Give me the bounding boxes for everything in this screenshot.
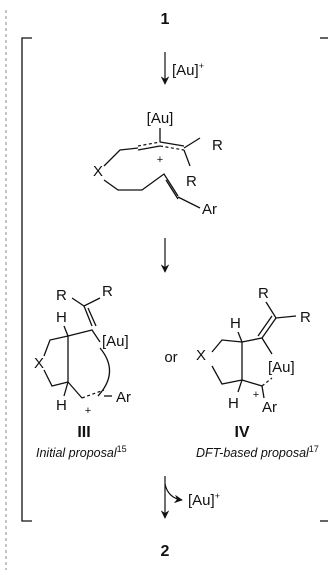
r-substituent-bottom: R (186, 173, 197, 190)
iv-r-top: R (258, 285, 269, 302)
iv-h-bottom: H (228, 395, 239, 412)
iv-r-right: R (300, 309, 311, 326)
caption-initial-proposal: Initial proposal15 (36, 444, 127, 460)
gold-intermediate-structure: [Au] X + R R Ar (93, 110, 223, 218)
iii-au-label: [Au] (102, 333, 129, 350)
iii-r-right: R (102, 283, 113, 300)
iv-cation-charge: + (253, 389, 259, 401)
or-connector: or (164, 349, 177, 366)
catalyst-addition-label: [Au]+ (172, 61, 204, 79)
iv-au-label: [Au] (268, 359, 295, 376)
x-atom-label: X (93, 163, 103, 180)
iv-x-label: X (196, 347, 206, 364)
catalyst-release-label: [Au]+ (188, 491, 220, 509)
left-bracket (21, 37, 32, 522)
au-atom-label: [Au] (147, 110, 174, 127)
iii-h-bottom: H (56, 397, 67, 414)
iv-ar-label: Ar (262, 399, 277, 416)
iii-x-label: X (34, 355, 44, 372)
structure-iv: R R H [Au] X H + Ar (196, 285, 311, 416)
iii-h-top: H (56, 309, 67, 326)
compound-2-label: 2 (161, 543, 170, 560)
iii-cation-charge: + (85, 405, 91, 417)
compound-iv-label: IV (234, 424, 249, 441)
catalyst-release-curve (164, 483, 183, 504)
ar-substituent: Ar (202, 201, 217, 218)
compound-1-label: 1 (161, 11, 170, 28)
compound-iii-label: III (77, 424, 90, 441)
caption-dft-proposal: DFT-based proposal17 (196, 444, 319, 460)
r-substituent-top: R (212, 137, 223, 154)
iv-h-top: H (230, 315, 241, 332)
allyl-cation-charge: + (157, 154, 163, 166)
structure-iii: R R [Au] H X H + Ar (34, 283, 131, 417)
iii-r-left: R (56, 287, 67, 304)
iii-ar-label: Ar (116, 389, 131, 406)
